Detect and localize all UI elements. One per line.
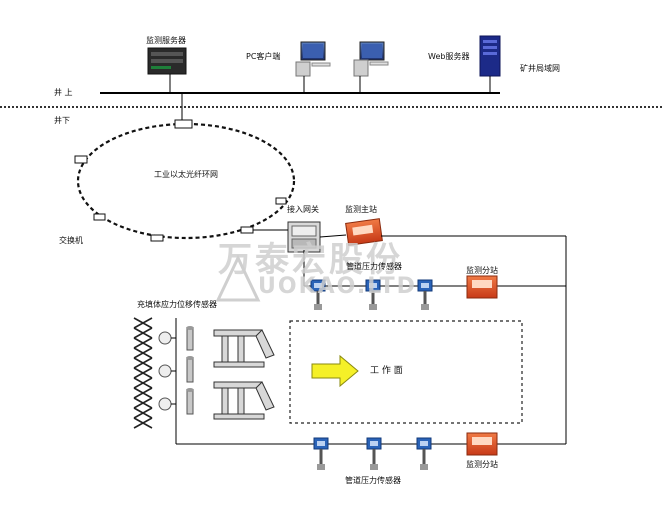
ring-network-label: 工业以太光纤环网 bbox=[154, 170, 218, 179]
work-face-label: 工 作 面 bbox=[370, 366, 403, 376]
fill-sensor-label: 充填体应力位移传感器 bbox=[137, 300, 217, 309]
sub-station-bottom-icon bbox=[466, 432, 498, 456]
pc-client-label: PC客户端 bbox=[246, 52, 281, 61]
watermark-logo-mark bbox=[215, 254, 261, 302]
web-server-icon bbox=[479, 35, 501, 93]
ring-node-left bbox=[74, 155, 88, 164]
ring-node-right bbox=[275, 197, 287, 205]
ring-node-top bbox=[174, 119, 193, 129]
monitor-server-icon bbox=[147, 47, 187, 120]
displacement-sensor-3 bbox=[186, 388, 194, 415]
fill-stress-sensor-3 bbox=[158, 397, 172, 411]
main-station-icon bbox=[345, 218, 383, 246]
sub-station-right-icon bbox=[466, 275, 498, 299]
displacement-sensor-2 bbox=[186, 356, 194, 383]
pressure-sensor-bottom-1 bbox=[313, 437, 329, 470]
switch-label: 交换机 bbox=[59, 236, 83, 245]
advance-arrow-icon bbox=[311, 354, 359, 388]
hydraulic-support-1 bbox=[213, 329, 275, 368]
main-station-label: 监测主站 bbox=[345, 205, 377, 214]
monitor-server-label: 监测服务器 bbox=[146, 36, 186, 45]
watermark-text-en: UOKAO.LTD bbox=[258, 274, 417, 299]
pressure-sensor-top-1 bbox=[310, 279, 326, 310]
above-ground-label: 井 上 bbox=[54, 88, 73, 97]
fill-body-hatch bbox=[133, 317, 153, 429]
ring-network-ellipse bbox=[76, 122, 296, 240]
work-face-area bbox=[289, 320, 523, 424]
ring-node-switch bbox=[93, 213, 106, 221]
pressure-sensor-top-3 bbox=[417, 279, 433, 310]
displacement-sensor-1 bbox=[186, 326, 194, 351]
pressure-sensor-bottom-label: 管道压力传感器 bbox=[345, 476, 401, 485]
surface-underground-divider bbox=[0, 106, 662, 108]
hydraulic-support-2 bbox=[213, 381, 275, 420]
sub-station-bottom-label: 监测分站 bbox=[466, 460, 498, 469]
pressure-sensor-top-2 bbox=[365, 279, 381, 310]
pressure-sensor-bottom-2 bbox=[366, 437, 382, 470]
mine-lan-label: 矿井局域网 bbox=[520, 64, 560, 73]
pc-client-icon-2 bbox=[353, 41, 389, 93]
below-ground-label: 井下 bbox=[54, 116, 70, 125]
fill-stress-sensor-1 bbox=[158, 331, 172, 345]
pressure-sensor-bottom-3 bbox=[416, 437, 432, 470]
gateway-label: 接入网关 bbox=[287, 205, 319, 214]
sub-station-right-label: 监测分站 bbox=[466, 266, 498, 275]
fill-stress-sensor-2 bbox=[158, 364, 172, 378]
watermark-text-cn: 万泰宏股份 bbox=[218, 240, 403, 280]
ring-node-bottom bbox=[150, 234, 164, 242]
pressure-sensor-top-label: 管道压力传感器 bbox=[346, 262, 402, 271]
gateway-cabinet-icon bbox=[287, 221, 321, 253]
web-server-label: Web服务器 bbox=[428, 52, 470, 61]
pc-client-icon-1 bbox=[295, 41, 331, 93]
